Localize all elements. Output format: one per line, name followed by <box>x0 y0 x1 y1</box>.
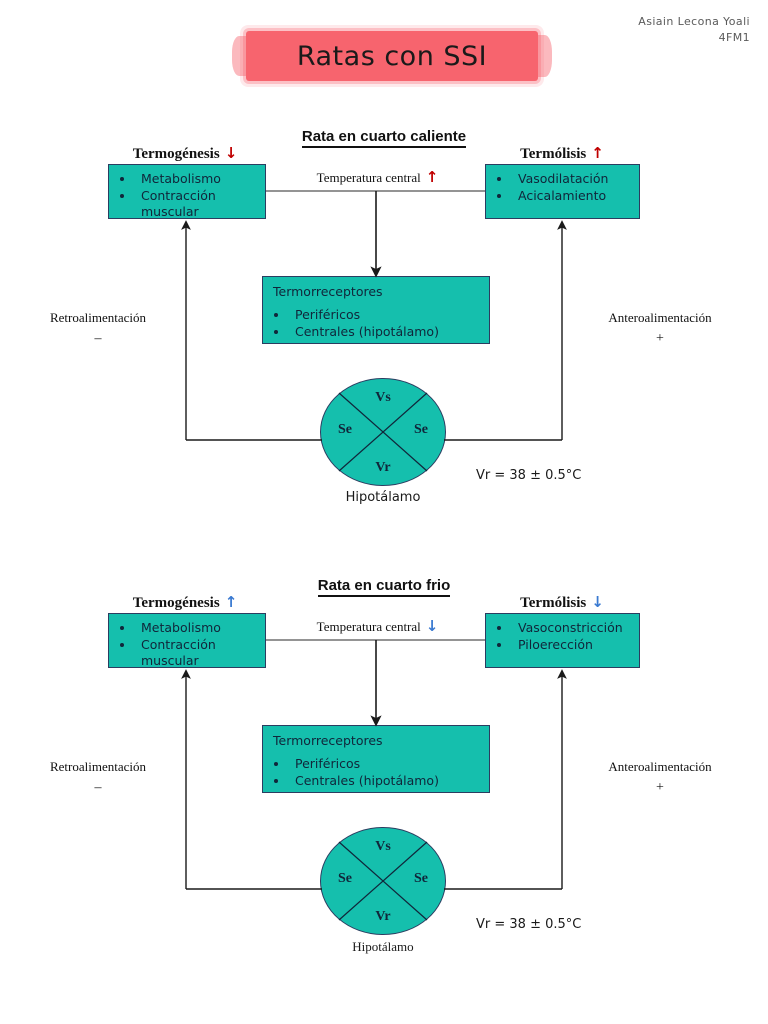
list-item: Centrales (hipotálamo) <box>289 324 489 341</box>
feedforward-text-hot: Anteroalimentación <box>608 310 712 325</box>
thermolysis-arrow-down-icon-cold: ↓ <box>591 593 604 611</box>
feedback-label-hot: Retroalimentación – <box>8 308 188 349</box>
core-temperature-text-hot: Temperatura central <box>316 170 421 185</box>
diagram-title-hot: Rata en cuarto caliente <box>0 128 768 148</box>
list-item: Metabolismo <box>135 171 265 188</box>
feedforward-label-hot: Anteroalimentación + <box>570 308 750 349</box>
thermogenesis-heading-cold: Termogénesis↑ <box>104 593 266 612</box>
feedforward-label-cold: Anteroalimentación + <box>570 757 750 798</box>
core-temperature-text-cold: Temperatura central <box>316 619 421 634</box>
thermolysis-arrow-up-icon-hot: ↑ <box>591 144 604 162</box>
hypothalamus-se-right-label-hot: Se <box>414 422 428 437</box>
list-item: Contracción muscular <box>135 637 265 670</box>
hypothalamus-se-right-label-cold: Se <box>414 871 428 886</box>
thermolysis-label-hot: Termólisis <box>520 146 587 162</box>
diagram-cold: Rata en cuarto frio Termogénesis↑ Termól… <box>0 577 768 997</box>
thermolysis-label-cold: Termólisis <box>520 595 587 611</box>
thermolysis-heading-cold: Termólisis↓ <box>481 593 643 612</box>
core-temperature-arrow-up-icon-hot: ↑ <box>425 168 439 186</box>
hypothalamus-diagram-hot: Vs Vr Se Se <box>320 378 446 486</box>
thermogenesis-heading-hot: Termogénesis↓ <box>104 144 266 163</box>
feedforward-sign-hot: + <box>656 330 664 346</box>
thermolysis-box-hot: Vasodilatación Acicalamiento <box>485 164 640 219</box>
core-temperature-label-cold: Temperatura central ↓ <box>265 617 490 635</box>
thermogenesis-arrow-up-icon-cold: ↑ <box>224 593 238 611</box>
hypothalamus-se-left-label-hot: Se <box>338 422 352 437</box>
title-banner: Ratas con SSI <box>232 31 552 81</box>
feedback-sign-hot: – <box>94 330 102 346</box>
banner-highlight-shape <box>232 31 552 81</box>
list-item: Vasoconstricción <box>512 620 639 637</box>
thermolysis-heading-hot: Termólisis↑ <box>481 144 643 163</box>
diagram-title-cold-text: Rata en cuarto frio <box>317 577 451 597</box>
list-item: Acicalamiento <box>512 188 639 205</box>
thermoreceptors-box-cold: Termorreceptores Periféricos Centrales (… <box>262 725 490 793</box>
hypothalamus-vr-label-cold: Vr <box>375 909 391 924</box>
hypothalamus-se-left-label-cold: Se <box>338 871 352 886</box>
thermogenesis-box-hot: Metabolismo Contracción muscular <box>108 164 266 219</box>
thermoreceptors-header-cold: Termorreceptores <box>273 733 383 748</box>
core-temperature-label-hot: Temperatura central ↑ <box>265 168 490 186</box>
set-point-note-cold: Vr = 38 ± 0.5°C <box>476 917 582 932</box>
connector-lines-hot <box>181 190 567 441</box>
list-item: Periféricos <box>289 307 489 324</box>
list-item: Piloerección <box>512 637 639 654</box>
feedforward-sign-cold: + <box>656 779 664 795</box>
thermogenesis-arrow-down-icon-hot: ↓ <box>224 144 238 162</box>
hypothalamus-cross-lines-cold <box>338 841 428 921</box>
thermoreceptors-box-hot: Termorreceptores Periféricos Centrales (… <box>262 276 490 344</box>
list-item: Contracción muscular <box>135 188 265 221</box>
thermoreceptors-header-hot: Termorreceptores <box>273 284 383 299</box>
banner-title: Ratas con SSI <box>296 40 488 72</box>
hypothalamus-cross-lines-hot <box>338 392 428 472</box>
list-item: Periféricos <box>289 756 489 773</box>
author-group: 4FM1 <box>718 30 750 44</box>
thermogenesis-box-cold: Metabolismo Contracción muscular <box>108 613 266 668</box>
list-item: Vasodilatación <box>512 171 639 188</box>
feedforward-text-cold: Anteroalimentación <box>608 759 712 774</box>
diagram-hot: Rata en cuarto caliente Termogénesis↓ Te… <box>0 128 768 548</box>
thermogenesis-label-hot: Termogénesis <box>132 146 220 162</box>
feedback-label-cold: Retroalimentación – <box>8 757 188 798</box>
thermogenesis-label-cold: Termogénesis <box>132 595 220 611</box>
list-item: Metabolismo <box>135 620 265 637</box>
hypothalamus-caption-cold: Hipotálamo <box>352 939 414 954</box>
author-credit: Asiain Lecona Yoali 4FM1 <box>638 14 750 46</box>
hypothalamus-vs-label-cold: Vs <box>375 839 391 854</box>
core-temperature-arrow-down-icon-cold: ↓ <box>425 617 439 635</box>
connector-lines-cold <box>181 639 567 890</box>
thermolysis-box-cold: Vasoconstricción Piloerección <box>485 613 640 668</box>
diagram-title-cold: Rata en cuarto frio <box>0 577 768 597</box>
diagram-title-hot-text: Rata en cuarto caliente <box>301 128 467 148</box>
hypothalamus-vr-label-hot: Vr <box>375 460 391 475</box>
feedback-sign-cold: – <box>94 779 102 795</box>
hypothalamus-vs-label-hot: Vs <box>375 390 391 405</box>
hypothalamus-caption-hot: Hipotálamo <box>345 490 421 505</box>
set-point-note-hot: Vr = 38 ± 0.5°C <box>476 468 582 483</box>
list-item: Centrales (hipotálamo) <box>289 773 489 790</box>
hypothalamus-diagram-cold: Vs Vr Se Se <box>320 827 446 935</box>
feedback-text-hot: Retroalimentación <box>49 310 147 325</box>
feedback-text-cold: Retroalimentación <box>49 759 147 774</box>
author-name: Asiain Lecona Yoali <box>638 15 750 28</box>
